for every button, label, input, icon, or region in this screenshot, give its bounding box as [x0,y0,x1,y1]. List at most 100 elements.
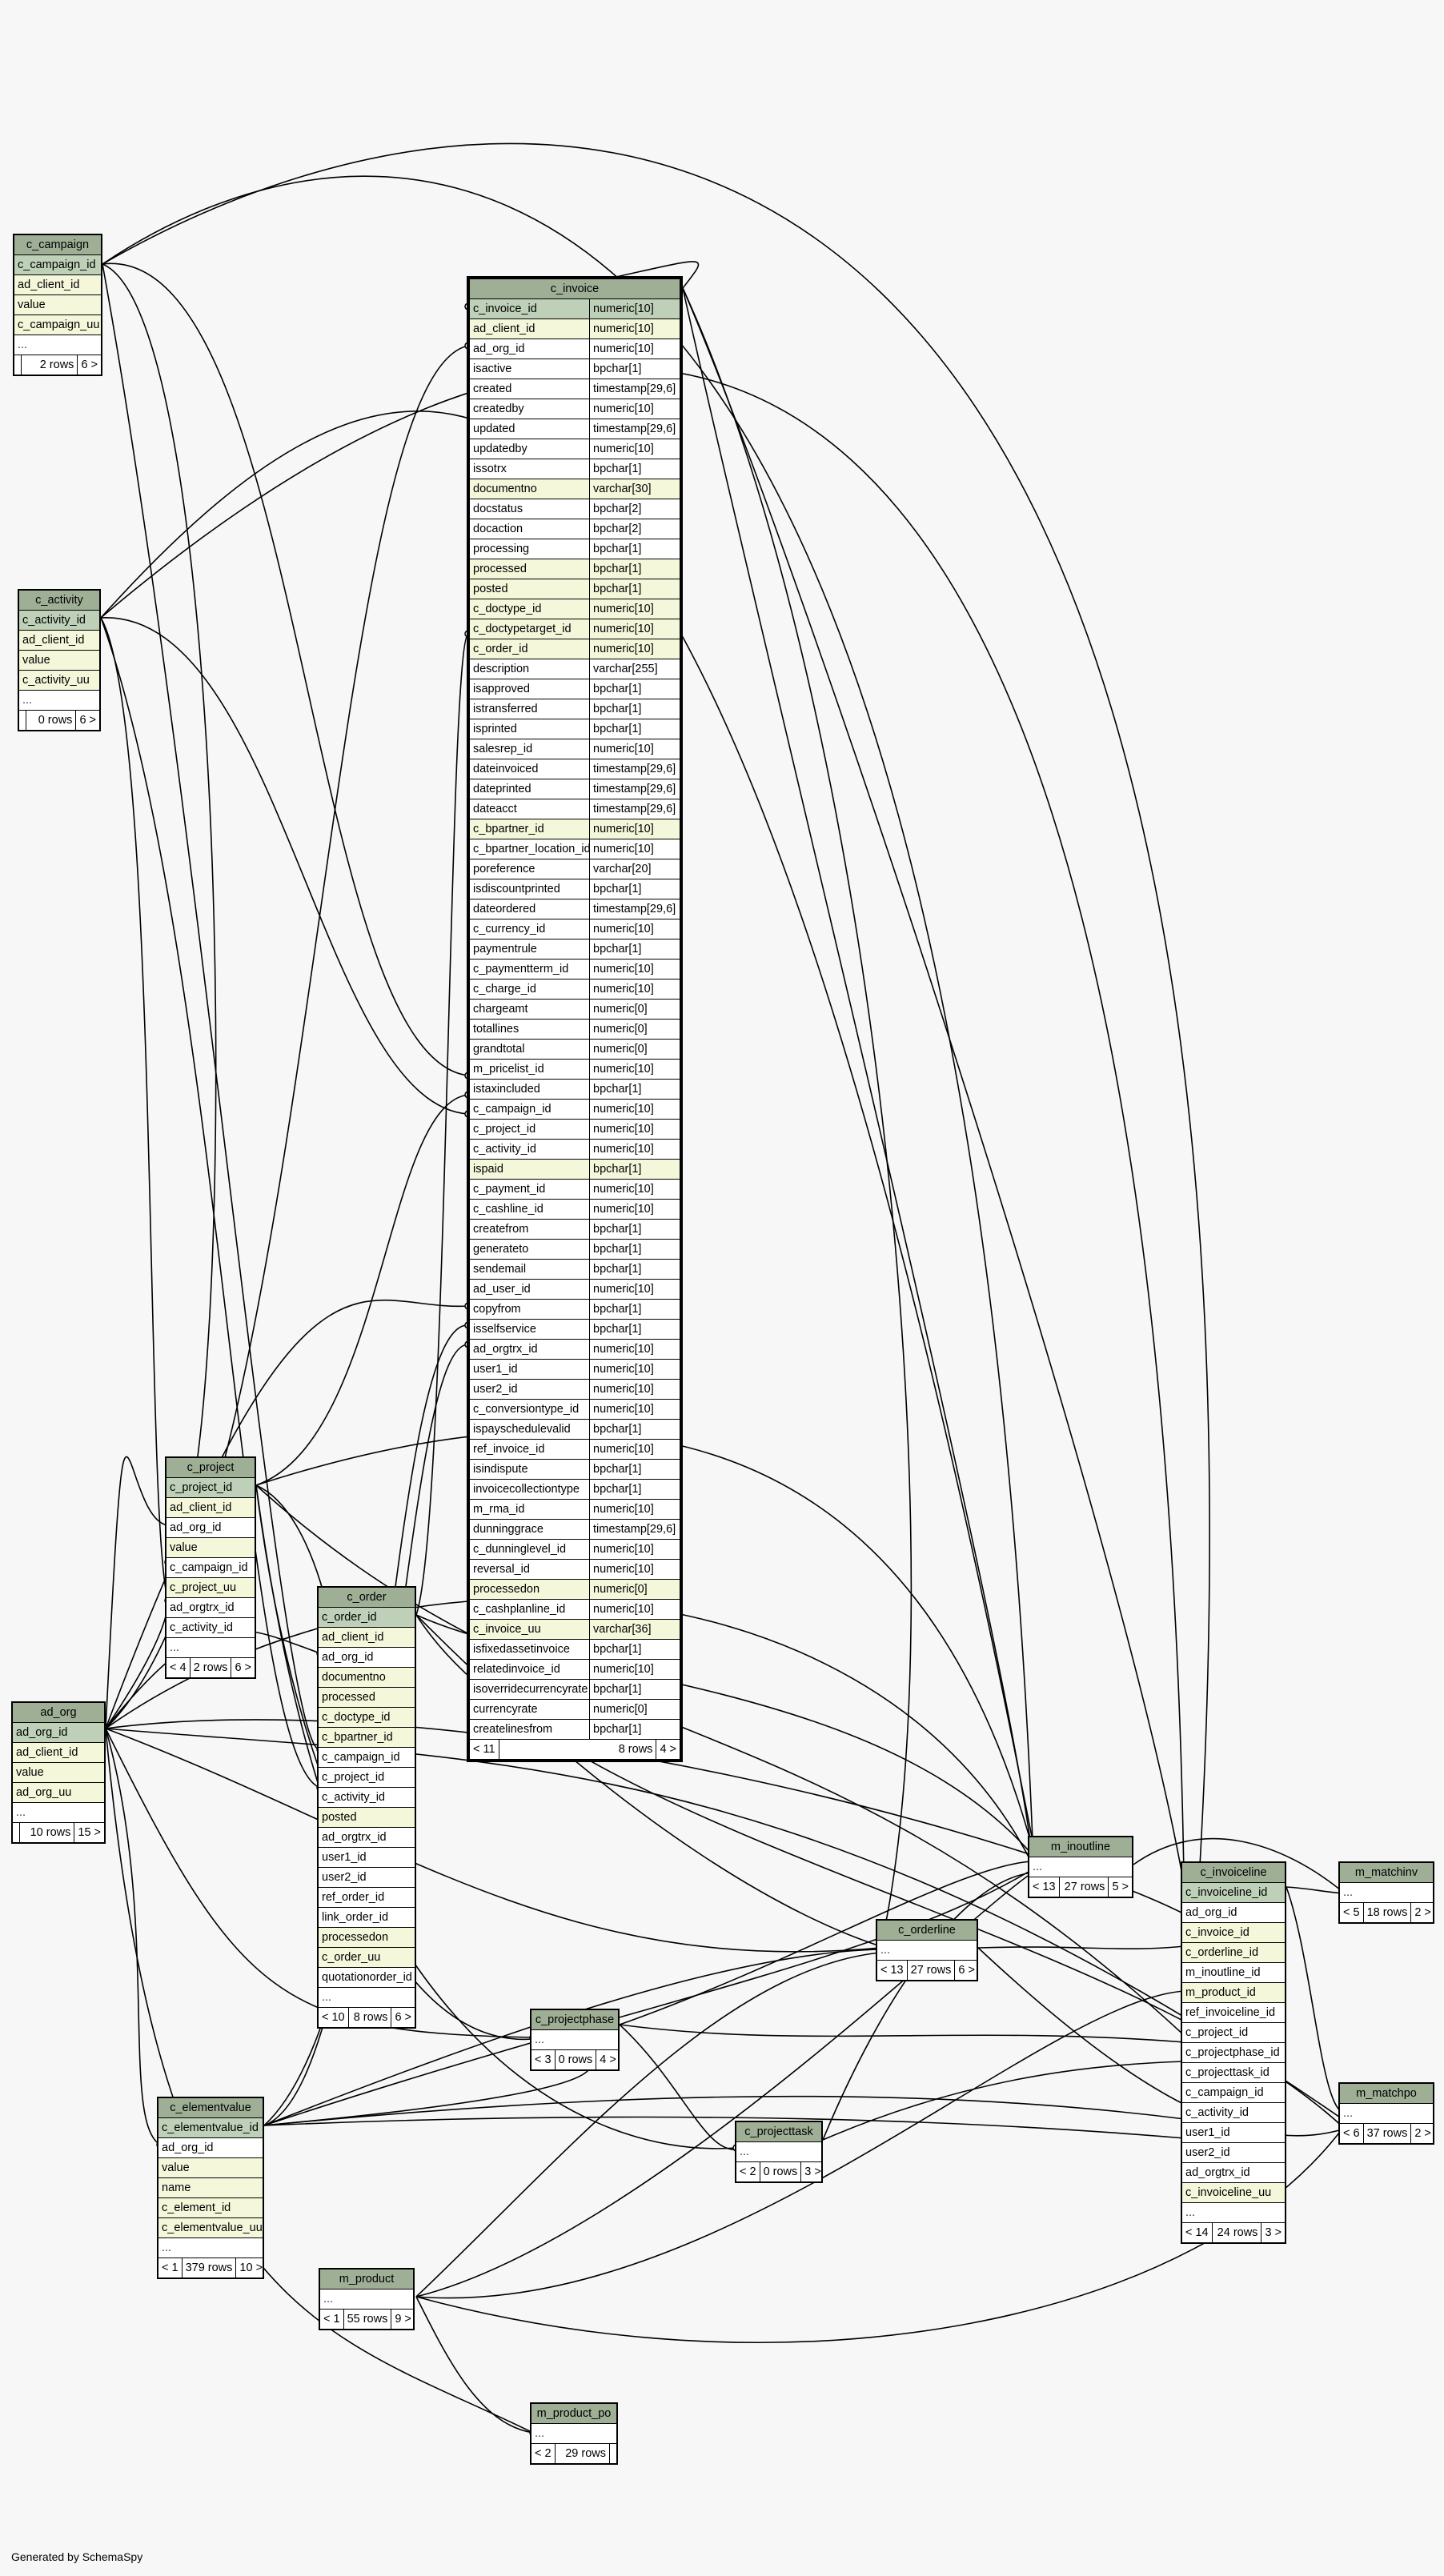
column-row[interactable]: c_order_uu [319,1948,415,1968]
column-row[interactable]: processed [319,1688,415,1708]
parents-count[interactable]: < 14 [1182,2223,1213,2242]
column-row[interactable]: c_activity_id [166,1618,255,1638]
column-row[interactable]: c_project_id [319,1768,415,1788]
more-columns-row[interactable]: ... [736,2142,821,2162]
column-row[interactable]: ad_orgtrx_id [166,1598,255,1618]
parents-count[interactable]: < 2 [736,2162,760,2181]
table-title[interactable]: c_projectphase [531,2010,618,2030]
table-title[interactable]: c_project [166,1458,255,1478]
column-row[interactable]: ad_org_id [166,1518,255,1538]
parents-count[interactable]: < 10 [319,2008,349,2027]
column-row[interactable]: c_campaign_id [14,255,101,275]
column-row[interactable]: c_elementvalue_uu [158,2218,263,2238]
column-row[interactable]: c_activity_id [19,611,99,631]
column-row[interactable]: c_element_id [158,2198,263,2218]
parents-count[interactable]: < 1 [158,2258,183,2278]
more-columns-row[interactable]: ... [1182,2203,1285,2223]
column-row[interactable]: m_product_id [1182,1983,1285,2003]
column-row[interactable]: ad_client_id [319,1628,415,1648]
children-count[interactable]: 6 > [79,714,96,727]
column-row[interactable]: value [14,295,101,315]
column-row[interactable]: c_campaign_id [319,1748,415,1768]
column-row[interactable]: ad_org_id [13,1723,104,1743]
table-title[interactable]: m_matchinv [1340,1863,1433,1883]
children-count[interactable]: 4 > [660,1743,676,1756]
parents-count[interactable]: < 3 [531,2050,556,2069]
column-row[interactable]: c_project_uu [166,1578,255,1598]
column-row[interactable]: c_project_id [1182,2023,1285,2043]
column-row[interactable]: ad_org_id [1182,1903,1285,1923]
children-count[interactable]: 2 > [1414,1906,1431,1919]
column-row[interactable]: c_invoiceline_uu [1182,2183,1285,2203]
more-columns-row[interactable]: ... [19,691,99,711]
column-row[interactable]: user1_id [319,1848,415,1868]
column-row[interactable]: processedon [319,1928,415,1948]
column-row[interactable]: c_invoice_id [1182,1923,1285,1943]
parents-count[interactable]: < 13 [877,1961,908,1980]
more-columns-row[interactable]: ... [877,1941,977,1961]
parents-count[interactable]: < 5 [1340,1903,1364,1922]
more-columns-row[interactable]: ... [1340,1883,1433,1903]
children-count[interactable]: 9 > [395,2313,411,2326]
more-columns-row[interactable]: ... [13,1803,104,1823]
children-count[interactable]: 6 > [395,2011,411,2024]
more-columns-row[interactable]: ... [531,2424,616,2444]
more-columns-row[interactable]: ... [320,2290,413,2310]
column-row[interactable]: c_projecttask_id [1182,2063,1285,2083]
column-row[interactable]: value [158,2158,263,2178]
column-row[interactable]: user2_id [319,1868,415,1888]
table-title[interactable]: m_product [320,2270,413,2290]
column-row[interactable]: quotationorder_id [319,1968,415,1988]
column-row[interactable]: user2_id [1182,2143,1285,2163]
column-row[interactable]: c_activity_id [1182,2103,1285,2123]
table-title[interactable]: c_activity [19,591,99,611]
children-count[interactable]: 6 > [235,1661,251,1674]
more-columns-row[interactable]: ... [14,335,101,355]
column-row[interactable]: c_activity_uu [19,671,99,691]
table-title[interactable]: ad_org [13,1703,104,1723]
column-row[interactable]: c_campaign_id [1182,2083,1285,2103]
children-count[interactable]: 6 > [958,1964,975,1977]
